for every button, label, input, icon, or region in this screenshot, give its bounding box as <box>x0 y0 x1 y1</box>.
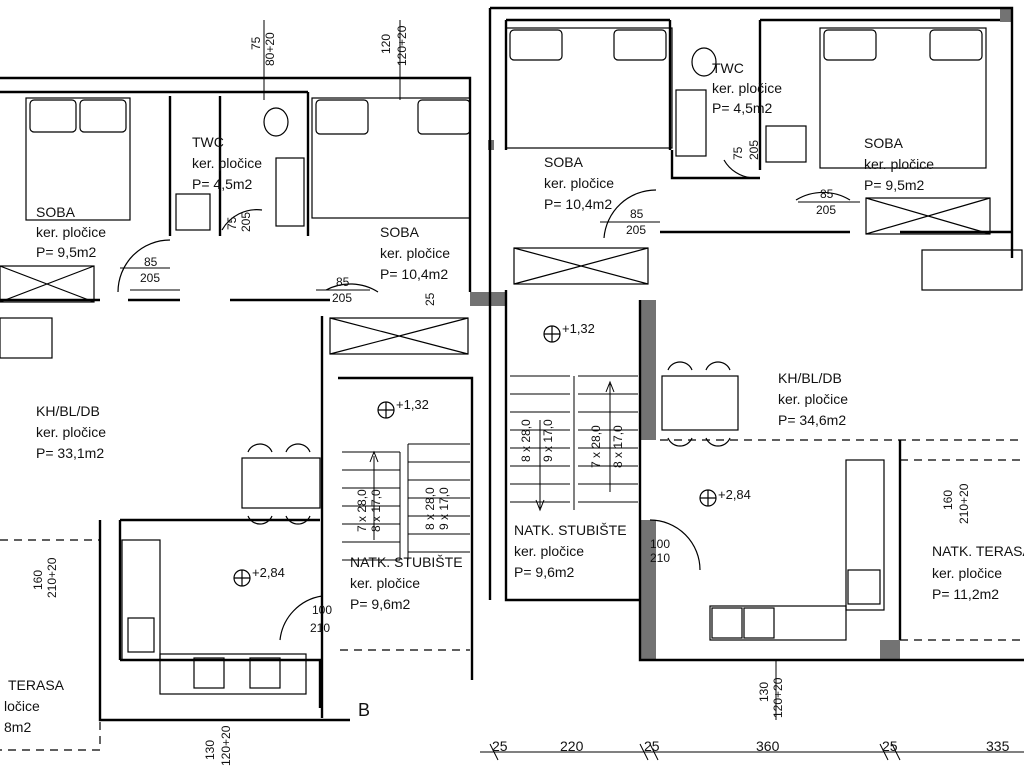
window-dim-120-top: 120 <box>379 33 393 54</box>
room-finish-twc-left: ker. pločice <box>192 155 263 171</box>
door-height-205-a: 205 <box>140 271 161 285</box>
room-name-terrace-right: NATK. TERASA <box>932 543 1024 559</box>
door-width-100-left: 100 <box>312 603 333 617</box>
stair-label-left-a: 7 x 28,0 <box>355 489 369 532</box>
bottom-dim-25-b: 25 <box>644 738 660 754</box>
room-area-stair-right: P= 9,6m2 <box>514 564 575 580</box>
room-name-kh-right: KH/BL/DB <box>778 370 842 386</box>
stair-label-right-a: 8 x 28,0 <box>519 419 533 462</box>
door-width-100-right: 100 <box>650 537 671 551</box>
beds <box>25 27 987 221</box>
room-finish-terrace-left: ločice <box>4 698 40 714</box>
window-dim-120-20-right: 120+20 <box>771 677 785 718</box>
room-finish-soba-right-b: ker. pločice <box>864 156 935 172</box>
door-width-85-c: 85 <box>630 207 644 221</box>
stair-label-left-c: 8 x 28,0 <box>423 487 437 530</box>
level-label-right-1: +1,32 <box>562 321 595 336</box>
room-finish-twc-right: ker. pločice <box>712 80 783 96</box>
room-name-soba-left-a: SOBA <box>36 204 75 220</box>
room-area-twc-right: P= 4,5m2 <box>712 100 773 116</box>
room-area-stair-left: P= 9,6m2 <box>350 596 411 612</box>
door-height-205-c: 205 <box>626 223 647 237</box>
room-finish-kh-left: ker. pločice <box>36 424 107 440</box>
walls <box>0 6 1024 722</box>
bathrooms <box>175 47 807 231</box>
door-height-210-left: 210 <box>310 621 331 635</box>
room-area-twc-left: P= 4,5m2 <box>192 176 253 192</box>
window-dim-80-20: 80+20 <box>263 32 277 66</box>
section-mark-b: B <box>358 700 371 720</box>
window-dim-120-20-top: 120+20 <box>395 25 409 66</box>
bottom-dim-360: 360 <box>756 738 780 754</box>
stairs <box>342 375 638 561</box>
room-name-kh-left: KH/BL/DB <box>36 403 100 419</box>
window-dim-160-right: 160 <box>941 489 955 510</box>
dining <box>241 361 739 525</box>
room-finish-soba-left-b: ker. pločice <box>380 245 451 261</box>
room-name-soba-right-a: SOBA <box>544 154 583 170</box>
room-area-kh-right: P= 34,6m2 <box>778 412 847 428</box>
level-label-left-2: +2,84 <box>252 565 285 580</box>
level-label-left-1: +1,32 <box>396 397 429 412</box>
room-name-soba-right-b: SOBA <box>864 135 903 151</box>
stair-label-right-b: 9 x 17,0 <box>541 419 555 462</box>
stair-label-left-d: 9 x 17,0 <box>437 487 451 530</box>
window-dim-130-left: 130 <box>203 739 217 760</box>
room-name-twc-left: TWC <box>192 134 224 150</box>
sofas <box>0 249 1023 359</box>
room-finish-stair-left: ker. pločice <box>350 575 421 591</box>
door-height-210-right: 210 <box>650 551 671 565</box>
level-markers <box>233 325 717 587</box>
door-width-85-a: 85 <box>144 255 158 269</box>
room-finish-kh-right: ker. pločice <box>778 391 849 407</box>
door-width-85-b: 85 <box>336 275 350 289</box>
window-dim-210-20-left: 210+20 <box>45 557 59 598</box>
door-height-205-d: 205 <box>816 203 837 217</box>
bottom-dim-25-a: 25 <box>492 738 508 754</box>
stair-label-left-b: 8 x 17,0 <box>369 489 383 532</box>
room-area-soba-left-b: P= 10,4m2 <box>380 266 449 282</box>
room-name-soba-left-b: SOBA <box>380 224 419 240</box>
door-height-205-b: 205 <box>332 291 353 305</box>
room-area-soba-right-b: P= 9,5m2 <box>864 177 925 193</box>
room-area-soba-right-a: P= 10,4m2 <box>544 196 613 212</box>
level-label-right-2: +2,84 <box>718 487 751 502</box>
stair-label-right-c: 7 x 28,0 <box>589 425 603 468</box>
room-finish-soba-right-a: ker. pločice <box>544 175 615 191</box>
door-height-205-right-twc: 205 <box>747 139 761 160</box>
window-dim-120-20-left: 120+20 <box>219 725 233 766</box>
wardrobes <box>0 197 991 355</box>
window-dim-75: 75 <box>249 36 263 50</box>
room-finish-terrace-right: ker. pločice <box>932 565 1003 581</box>
room-finish-stair-right: ker. pločice <box>514 543 585 559</box>
room-name-terrace-left: TERASA <box>8 677 65 693</box>
terraces <box>0 439 1024 751</box>
stair-label-right-d: 8 x 17,0 <box>611 425 625 468</box>
room-name-stair-right: NATK. STUBIŠTE <box>514 522 627 538</box>
kitchens <box>121 459 885 695</box>
room-finish-soba-left-a: ker. pločice <box>36 224 107 240</box>
window-dim-160-left: 160 <box>31 569 45 590</box>
room-area-soba-left-a: P= 9,5m2 <box>36 244 97 260</box>
bottom-dim-220: 220 <box>560 738 584 754</box>
room-name-stair-left: NATK. STUBIŠTE <box>350 554 463 570</box>
bottom-dim-25-c: 25 <box>882 738 898 754</box>
bottom-dim-335: 335 <box>986 738 1010 754</box>
dimension-lines <box>120 20 1024 761</box>
door-width-75-right: 75 <box>731 146 745 160</box>
window-dim-130-right: 130 <box>757 681 771 702</box>
door-width-75-left: 75 <box>225 216 239 230</box>
pillars <box>470 8 1012 660</box>
room-area-terrace-left: 8m2 <box>4 719 32 735</box>
window-dim-25: 25 <box>423 292 437 306</box>
room-area-terrace-right: P= 11,2m2 <box>932 586 1000 602</box>
doors <box>117 159 851 641</box>
room-name-twc-right: TWC <box>712 60 744 76</box>
door-height-205-left-twc: 205 <box>239 211 253 232</box>
door-width-85-d: 85 <box>820 187 834 201</box>
room-area-kh-left: P= 33,1m2 <box>36 445 105 461</box>
window-dim-210-20-right: 210+20 <box>957 483 971 524</box>
